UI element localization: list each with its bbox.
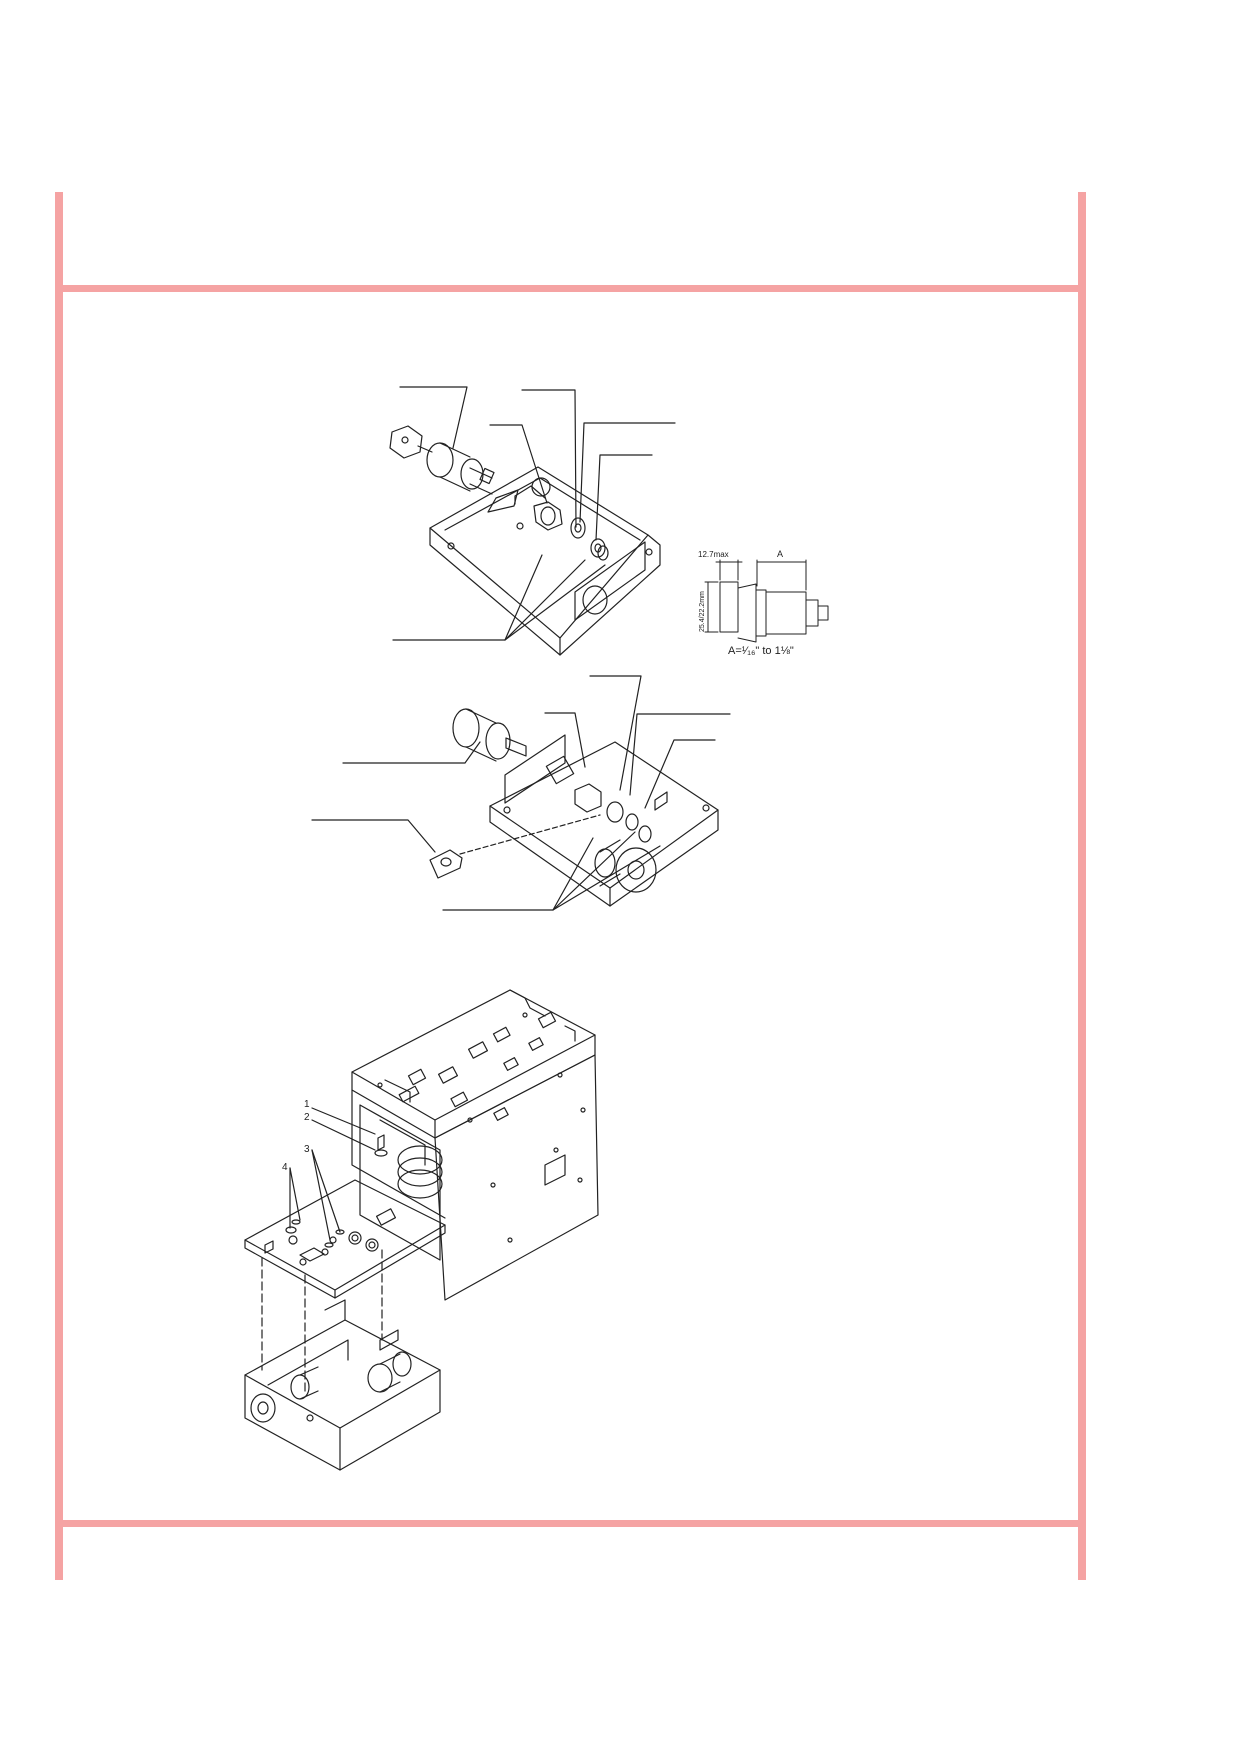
washer [570,517,586,539]
lock-cylinder [250,1393,276,1423]
leader-line [589,675,642,791]
cash-box-tray [489,741,719,889]
dimension-max-label: 12.7max [698,550,729,559]
leader-line [311,819,436,853]
spacer [285,1226,297,1234]
leader-line [552,831,636,911]
dimension-formula: A=¹⁄₁₆" to 1⅛" [728,645,794,657]
leader-line [311,1107,376,1135]
figure-lock-assembly-middle [311,675,731,911]
lock-nut [574,783,602,813]
leader-line [552,845,661,911]
leader-line [579,422,676,523]
validator-top-deck [351,989,596,1121]
washer [597,545,609,561]
leader-line [644,739,716,809]
dimension-a-label: A [777,549,783,559]
spacer [335,1229,345,1235]
washer [638,825,652,843]
leader-line [544,712,586,768]
washer [625,813,639,831]
lock-nut [533,501,563,531]
lock-cam [429,849,463,879]
leader-line [489,424,548,504]
validator-side-wall [434,1054,599,1301]
figure-lock-assembly-top [389,386,676,656]
leader-line [504,559,586,641]
key-icon [389,425,423,459]
leader-line [521,389,577,528]
frame-footer-rule [62,1520,1078,1527]
frame-right-rule [1078,192,1086,1580]
callout-4: 4 [282,1162,288,1173]
leader-line [311,1149,331,1241]
washer [590,538,606,558]
lock-cylinder [452,708,480,748]
frame-left-rule [55,192,63,1580]
leader-line [311,1149,341,1233]
callout-3: 3 [304,1144,310,1155]
lock-cylinder [426,442,454,478]
callout-1: 1 [304,1099,310,1110]
frame-header-rule [62,285,1078,292]
spacer [324,1242,334,1248]
leader-line [399,386,468,449]
dimension-height-label: 25.4/22.2mm [699,591,706,632]
leader-line [595,454,653,541]
leader-line [289,1167,301,1221]
leader-line [342,741,481,764]
validator-base-plate [244,1179,446,1291]
washer [606,801,624,823]
figure-validator-assembly [244,989,599,1471]
leader-line [392,554,543,641]
callout-2: 2 [304,1112,310,1123]
leader-line [311,1119,376,1151]
leader-line [629,713,731,796]
dimension-flange [719,581,739,633]
leader-line [504,564,606,641]
lock-dimension-detail [704,559,829,643]
screw [377,1134,385,1151]
spacer [291,1219,301,1225]
